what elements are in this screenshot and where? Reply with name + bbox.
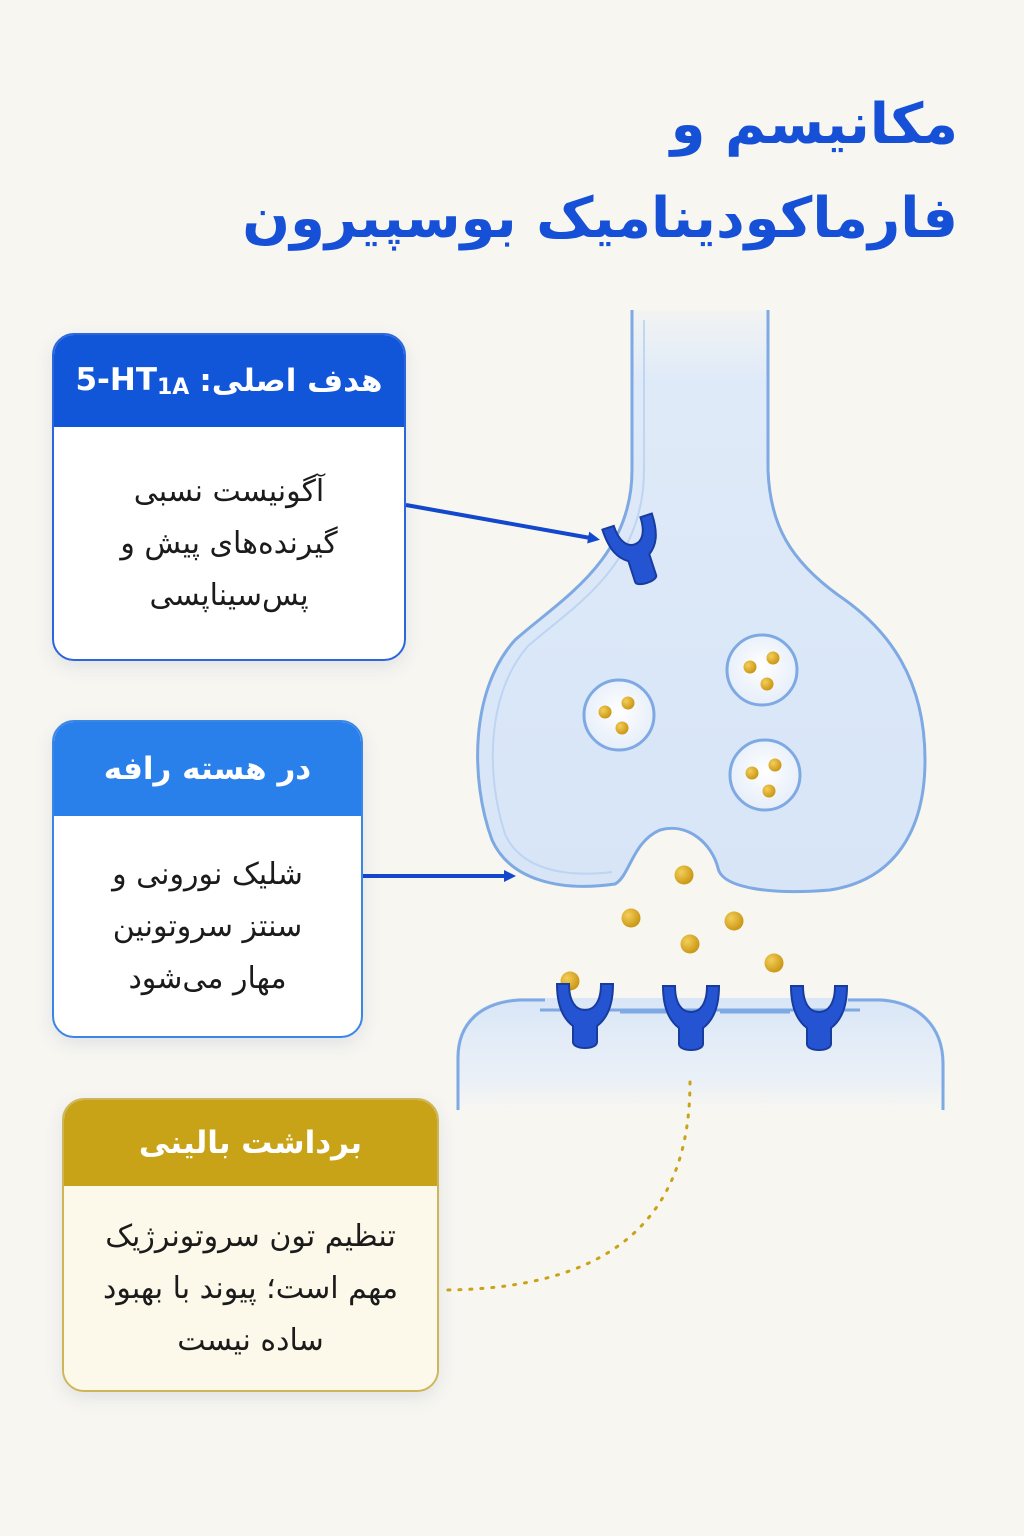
raphe-body-line-3: مهار می‌شود xyxy=(128,961,287,996)
postsynaptic-receptor-icon xyxy=(789,985,849,1051)
raphe-card: در هسته رافه شلیک نورونی و سنتز سروتونین… xyxy=(52,720,363,1038)
postsynaptic-membrane xyxy=(456,998,945,1110)
presynaptic-membrane-inner xyxy=(491,320,645,875)
clinical-body-line-2: مهم است؛ پیوند با بهبود xyxy=(102,1271,399,1306)
target-body-line-2: گیرنده‌های پیش و xyxy=(120,526,338,561)
vesicle-icon xyxy=(582,678,656,752)
raphe-body-line-2: سنتز سروتونین xyxy=(112,909,303,944)
target-label: هدف اصلی: xyxy=(199,363,383,399)
postsynaptic-receptor-icon xyxy=(555,983,615,1049)
serotonin-molecule-icon xyxy=(560,865,784,991)
presynaptic-terminal xyxy=(476,310,927,893)
clinical-card-heading: برداشت بالینی xyxy=(64,1100,437,1186)
clinical-card-body: تنظیم تون سروتونرژیک مهم است؛ پیوند با ب… xyxy=(64,1186,437,1390)
arrow-to-autoreceptor xyxy=(405,503,600,544)
clinical-body-line-3: ساده نیست xyxy=(177,1323,324,1358)
target-body-line-3: پس‌سیناپسی xyxy=(149,578,309,613)
page-title: مکانیسم و فارماکودینامیک بوسپیرون xyxy=(178,78,958,266)
target-card: 5-HT1A هدف اصلی: آگونیست نسبی گیرنده‌های… xyxy=(52,333,406,661)
autoreceptor-icon xyxy=(601,512,658,586)
raphe-card-body: شلیک نورونی و سنتز سروتونین مهار می‌شود xyxy=(54,816,361,1036)
target-receptor: 5-HT1A xyxy=(75,362,190,400)
clinical-body-line-1: تنظیم تون سروتونرژیک xyxy=(105,1219,396,1254)
raphe-card-heading: در هسته رافه xyxy=(54,722,361,816)
title-line-2: فارماکودینامیک بوسپیرون xyxy=(242,186,958,251)
dotted-connector xyxy=(438,1080,692,1292)
target-card-heading: 5-HT1A هدف اصلی: xyxy=(54,335,404,427)
vesicle-icon xyxy=(725,633,799,707)
postsynaptic-receptor-icon xyxy=(661,985,721,1051)
target-receptor-subscript: 1A xyxy=(156,375,190,400)
vesicle-icon xyxy=(728,738,802,812)
raphe-body-line-1: شلیک نورونی و xyxy=(112,857,303,892)
target-body-line-1: آگونیست نسبی xyxy=(133,474,325,509)
clinical-card: برداشت بالینی تنظیم تون سروتونرژیک مهم ا… xyxy=(62,1098,439,1392)
target-card-body: آگونیست نسبی گیرنده‌های پیش و پس‌سیناپسی xyxy=(54,427,404,659)
title-line-1: مکانیسم و xyxy=(670,92,958,157)
